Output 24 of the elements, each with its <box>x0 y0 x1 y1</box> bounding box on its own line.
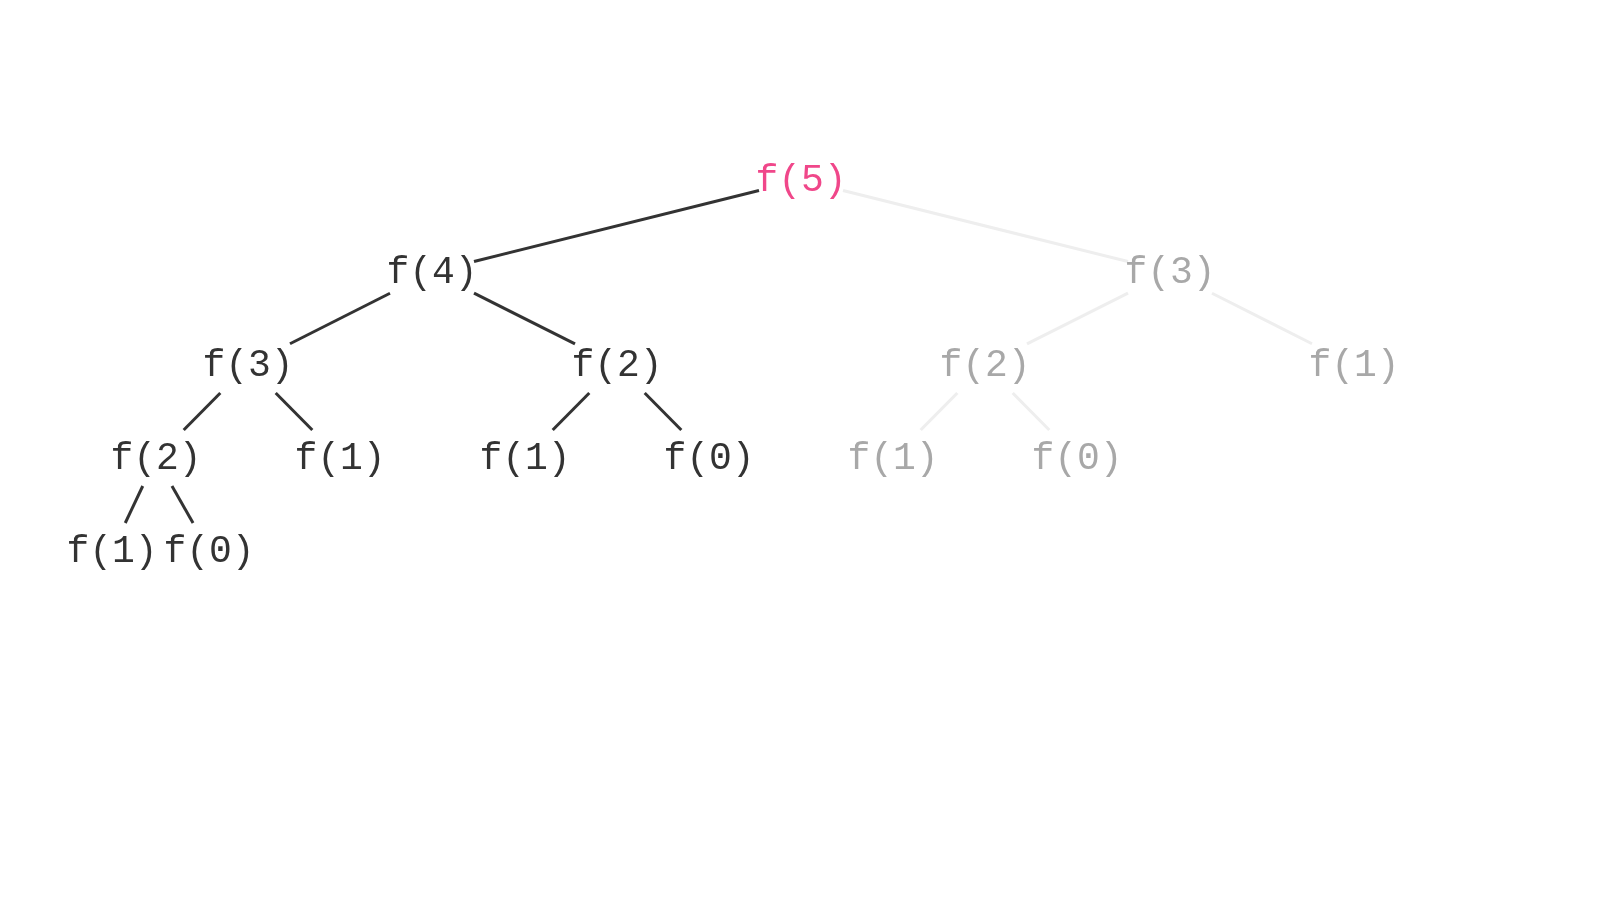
tree-edge <box>123 485 145 524</box>
function-call-label: f(3) <box>1124 250 1216 294</box>
tree-edge <box>643 391 683 432</box>
tree-edge <box>182 391 222 432</box>
tree-edge <box>170 485 195 524</box>
tree-edge <box>473 291 576 346</box>
function-call-label: f(0) <box>163 529 255 573</box>
function-call-label: f(1) <box>479 436 571 480</box>
function-call-label: f(5) <box>755 158 847 202</box>
function-call-label: f(0) <box>1031 436 1123 480</box>
tree-edge <box>274 391 314 432</box>
tree-edge <box>289 291 391 346</box>
function-call-label: f(2) <box>571 343 663 387</box>
function-call-label: f(1) <box>847 436 939 480</box>
function-call-label: f(1) <box>66 529 158 573</box>
function-call-label: f(2) <box>939 343 1031 387</box>
function-call-label: f(4) <box>386 250 478 294</box>
function-call-label: f(1) <box>294 436 386 480</box>
function-call-label: f(2) <box>110 436 202 480</box>
tree-edge <box>551 391 591 432</box>
tree-edge <box>473 189 760 263</box>
function-call-label: f(1) <box>1308 343 1400 387</box>
function-call-label: f(3) <box>202 343 294 387</box>
function-call-label: f(0) <box>663 436 755 480</box>
